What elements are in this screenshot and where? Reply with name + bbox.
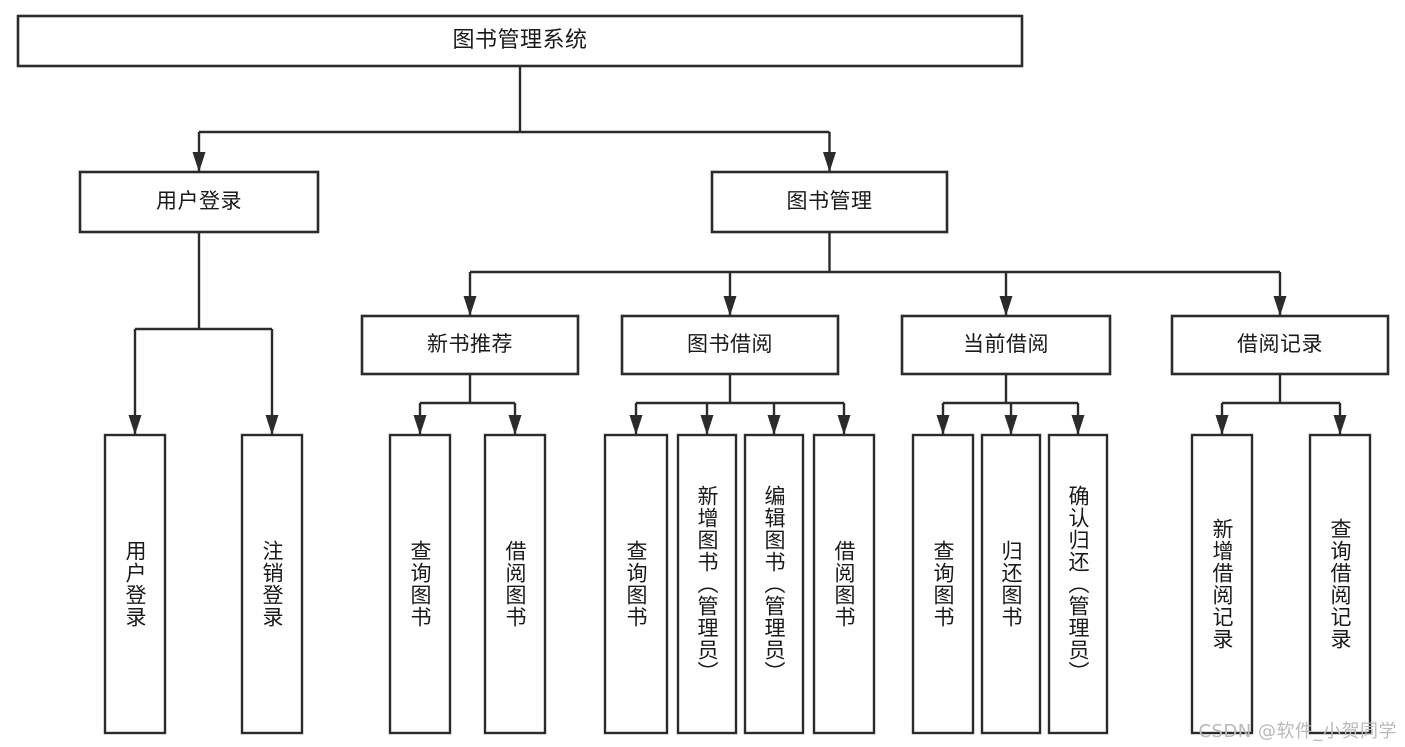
node-box-current-borrow[interactable] — [900, 314, 1112, 376]
arrow-icon-leaf-borrow-book-1 — [508, 415, 522, 435]
edges-layer — [128, 66, 1347, 435]
node-box-leaf-confirm-return[interactable] — [1047, 433, 1109, 735]
node-box-leaf-user-login[interactable] — [103, 433, 167, 735]
node-leaf-user-login[interactable] — [105, 435, 165, 733]
arrow-icon-current-borrow — [999, 296, 1013, 316]
arrow-icon-leaf-add-record — [1215, 415, 1229, 435]
node-box-book-borrow[interactable] — [620, 314, 840, 376]
arrow-icon-leaf-return-book — [1004, 415, 1018, 435]
node-box-leaf-add-record[interactable] — [1190, 433, 1254, 735]
node-box-leaf-query-book-3[interactable] — [911, 433, 975, 735]
node-book-borrow[interactable] — [622, 316, 838, 374]
node-box-leaf-query-book-1[interactable] — [388, 433, 452, 735]
arrow-icon-leaf-add-book — [700, 415, 714, 435]
node-leaf-add-book[interactable] — [678, 435, 736, 733]
node-box-root[interactable] — [16, 14, 1024, 68]
node-box-book-manage[interactable] — [710, 170, 949, 234]
node-box-new-book-rec[interactable] — [360, 314, 580, 376]
node-leaf-user-logout[interactable] — [242, 435, 302, 733]
arrow-icon-leaf-query-record — [1333, 415, 1347, 435]
node-box-user-login[interactable] — [78, 170, 320, 234]
node-borrow-record[interactable] — [1172, 316, 1388, 374]
node-box-leaf-query-record[interactable] — [1308, 433, 1372, 735]
arrow-icon-leaf-confirm-return — [1071, 415, 1085, 435]
node-current-borrow[interactable] — [902, 316, 1110, 374]
arrow-icon-borrow-record — [1273, 296, 1287, 316]
arrow-icon-leaf-user-login — [128, 415, 142, 435]
node-leaf-query-book-1[interactable] — [390, 435, 450, 733]
node-root[interactable] — [18, 16, 1022, 66]
node-box-leaf-borrow-book-1[interactable] — [483, 433, 547, 735]
node-user-login[interactable] — [80, 172, 318, 232]
arrow-icon-leaf-borrow-book-2 — [837, 415, 851, 435]
node-new-book-rec[interactable] — [362, 316, 578, 374]
arrow-icon-user-login — [192, 152, 206, 172]
node-box-leaf-query-book-2[interactable] — [603, 433, 669, 735]
node-leaf-return-book[interactable] — [982, 435, 1040, 733]
arrow-icon-book-manage — [823, 152, 836, 172]
arrow-icon-new-book-rec — [463, 296, 477, 316]
node-book-manage[interactable] — [712, 172, 947, 232]
node-leaf-confirm-return[interactable] — [1049, 435, 1107, 733]
arrow-icon-leaf-query-book-2 — [629, 415, 643, 435]
arrow-icon-leaf-user-logout — [265, 415, 279, 435]
arrow-icon-leaf-query-book-3 — [936, 415, 950, 435]
node-box-borrow-record[interactable] — [1170, 314, 1390, 376]
node-leaf-borrow-book-1[interactable] — [485, 435, 545, 733]
node-leaf-edit-book[interactable] — [745, 435, 803, 733]
arrow-icon-book-borrow — [723, 296, 737, 316]
node-leaf-query-book-2[interactable] — [605, 435, 667, 733]
node-box-leaf-return-book[interactable] — [980, 433, 1042, 735]
node-box-leaf-borrow-book-2[interactable] — [812, 433, 876, 735]
node-leaf-query-record[interactable] — [1310, 435, 1370, 733]
arrow-icon-leaf-edit-book — [767, 415, 781, 435]
node-leaf-query-book-3[interactable] — [913, 435, 973, 733]
node-box-leaf-add-book[interactable] — [676, 433, 738, 735]
node-box-leaf-edit-book[interactable] — [743, 433, 805, 735]
node-leaf-borrow-book-2[interactable] — [814, 435, 874, 733]
node-leaf-add-record[interactable] — [1192, 435, 1252, 733]
boxes-layer — [16, 14, 1390, 735]
arrow-icon-leaf-query-book-1 — [413, 415, 427, 435]
node-box-leaf-user-logout[interactable] — [240, 433, 304, 735]
